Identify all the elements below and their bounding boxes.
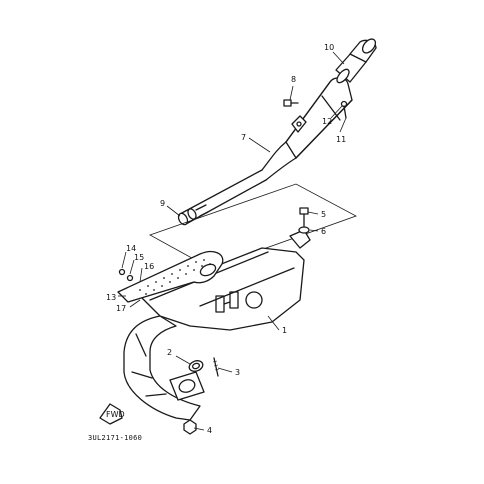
callout-10: 10 bbox=[324, 43, 334, 52]
reference-box bbox=[149, 183, 357, 269]
callout-9: 9 bbox=[160, 199, 165, 208]
nut-4 bbox=[183, 419, 197, 435]
callout-8: 8 bbox=[291, 75, 296, 84]
callout-3: 3 bbox=[235, 368, 240, 377]
callout-labels: 1 2 3 4 5 6 7 8 9 10 11 12 13 14 15 16 1… bbox=[106, 43, 346, 435]
callout-17: 17 bbox=[116, 304, 126, 313]
screw-11-12 bbox=[340, 100, 348, 119]
fwd-arrow-icon: FWD bbox=[99, 403, 125, 425]
callout-12: 12 bbox=[322, 117, 332, 126]
callout-16: 16 bbox=[144, 262, 154, 271]
expansion-chamber bbox=[123, 229, 311, 421]
leader-lines bbox=[118, 51, 347, 431]
callout-13: 13 bbox=[106, 293, 116, 302]
callout-14: 14 bbox=[126, 244, 136, 253]
callout-1: 1 bbox=[282, 326, 287, 335]
chamber-emblem bbox=[215, 291, 263, 313]
callout-2: 2 bbox=[167, 348, 172, 357]
exhaust-flange bbox=[169, 371, 205, 401]
bolt-5 bbox=[299, 207, 309, 227]
svg-text:FWD: FWD bbox=[106, 410, 125, 419]
callout-5: 5 bbox=[321, 210, 326, 219]
washer-6 bbox=[298, 226, 310, 234]
callout-15: 15 bbox=[134, 253, 144, 262]
callout-4: 4 bbox=[207, 426, 212, 435]
callout-6: 6 bbox=[321, 227, 326, 236]
callout-11: 11 bbox=[336, 135, 346, 144]
bolt-8 bbox=[283, 99, 299, 107]
part-code: 3UL2171-1060 bbox=[88, 434, 142, 442]
silencer-assembly bbox=[177, 38, 377, 226]
callout-7: 7 bbox=[241, 133, 246, 142]
stud-3 bbox=[212, 357, 220, 377]
heat-protector bbox=[117, 250, 224, 303]
gasket-2 bbox=[188, 360, 204, 372]
